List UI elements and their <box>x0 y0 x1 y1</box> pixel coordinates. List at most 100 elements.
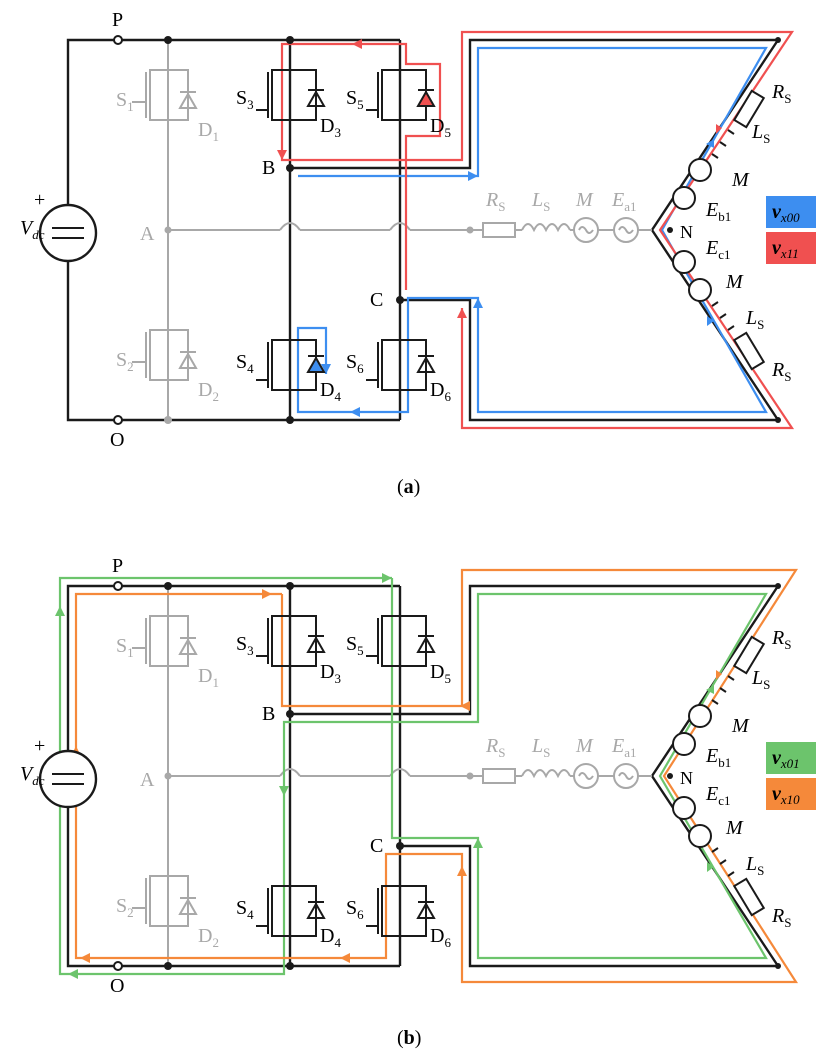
winding-b-a <box>672 89 766 210</box>
ls-b-label: LS <box>751 121 770 146</box>
s2-label-b: S2 <box>116 895 134 920</box>
labels-b: P O A B C N + Vdc S1 D1 S2 D2 S3 D3 S5 D… <box>20 555 791 997</box>
s6-label: S6 <box>346 351 364 376</box>
s5-label: S5 <box>346 87 364 112</box>
eb1-label: Eb1 <box>705 199 731 224</box>
current-path-x10 <box>74 568 799 984</box>
d1-label: D1 <box>198 119 219 144</box>
vdc-plus-b: + <box>34 735 45 757</box>
m-a-label: M <box>575 189 594 211</box>
nodes-b <box>113 581 781 971</box>
panel-b: P O A B C N + Vdc S1 D1 S2 D2 S3 D3 S5 D… <box>20 555 816 1049</box>
node-p-label-b: P <box>112 555 123 577</box>
d5-label-b: D5 <box>430 661 451 686</box>
node-n-label: N <box>680 222 693 242</box>
vdc-label: Vdc <box>20 217 45 242</box>
node-o-label-b: O <box>110 975 124 997</box>
node-a-label: A <box>140 223 155 245</box>
node-c-label-b: C <box>370 835 383 857</box>
winding-b-b <box>672 635 766 756</box>
ls-c-label-b: LS <box>745 853 764 878</box>
rs-a-label-b: RS <box>485 735 505 760</box>
caption-b: (b) <box>397 1027 421 1049</box>
switch-s5 <box>366 69 436 121</box>
flow-arrows-a <box>277 39 722 417</box>
d1-label-b: D1 <box>198 665 219 690</box>
dc-source-a <box>38 203 98 263</box>
s4-label-b: S4 <box>236 897 254 922</box>
rs-a-label: RS <box>485 189 505 214</box>
d6-label-b: D6 <box>430 925 451 950</box>
legend-a: vx00 vx11 <box>766 196 816 264</box>
ls-c-label: LS <box>745 307 764 332</box>
dc-bus-wiring-b <box>66 584 781 968</box>
rs-b-label: RS <box>771 81 791 106</box>
switch-s4-b <box>256 885 326 937</box>
rs-b-label-b: RS <box>771 627 791 652</box>
m-c-label: M <box>725 271 744 293</box>
d3-label: D3 <box>320 115 341 140</box>
s3-label-b: S3 <box>236 633 254 658</box>
node-n-label-b: N <box>680 768 693 788</box>
d6-label: D6 <box>430 379 451 404</box>
ec1-label-b: Ec1 <box>705 783 731 808</box>
s6-label-b: S6 <box>346 897 364 922</box>
d5-label: D5 <box>430 115 451 140</box>
s2-label: S2 <box>116 349 134 374</box>
node-b-label-b: B <box>262 703 275 725</box>
node-o-label: O <box>110 429 124 451</box>
switch-s6 <box>366 339 436 391</box>
ls-b-label-b: LS <box>751 667 770 692</box>
node-a-label-b: A <box>140 769 155 791</box>
eb1-label-b: Eb1 <box>705 745 731 770</box>
node-p-label: P <box>112 9 123 31</box>
legend-x00-label: vx00 <box>772 201 800 225</box>
s3-label: S3 <box>236 87 254 112</box>
legend-b: vx01 vx10 <box>766 742 816 810</box>
switch-s2 <box>132 329 198 381</box>
d2-label-b: D2 <box>198 925 219 950</box>
rs-c-label-b: RS <box>771 905 791 930</box>
phase-a-ghost <box>167 40 652 420</box>
vdc-label-b: Vdc <box>20 763 45 788</box>
d3-label-b: D3 <box>320 661 341 686</box>
legend-swatch-x01 <box>766 742 816 774</box>
ls-a-label: LS <box>531 189 550 214</box>
ls-a-label-b: LS <box>531 735 550 760</box>
winding-c-b <box>672 796 766 917</box>
rs-c-label: RS <box>771 359 791 384</box>
vdc-plus: + <box>34 189 45 211</box>
node-b-label: B <box>262 157 275 179</box>
switch-s6-b <box>366 885 436 937</box>
m-b-label-b: M <box>731 715 750 737</box>
m-a-label-b: M <box>575 735 594 757</box>
m-b-label: M <box>731 169 750 191</box>
d4-label-b: D4 <box>320 925 341 950</box>
s1-label-b: S1 <box>116 635 134 660</box>
switch-s1 <box>132 69 198 121</box>
switch-s3 <box>256 69 326 121</box>
switch-s4 <box>256 339 326 391</box>
nodes-a <box>113 35 781 425</box>
s1-label: S1 <box>116 89 134 114</box>
switch-s2-b <box>132 875 198 927</box>
legend-x01-label: vx01 <box>772 747 800 771</box>
legend-x11-label: vx11 <box>772 237 799 261</box>
d4-label: D4 <box>320 379 341 404</box>
switch-s3-b <box>256 615 326 667</box>
s4-label: S4 <box>236 351 254 376</box>
dc-source-b <box>38 749 98 809</box>
winding-c-a <box>672 250 766 371</box>
legend-swatch-x11 <box>766 232 816 264</box>
ea1-label-b: Ea1 <box>611 735 637 760</box>
current-path-x00 <box>296 46 768 414</box>
switch-s1-b <box>132 615 198 667</box>
panel-a: P O A B C N + Vdc S1 D1 S2 D2 S3 D3 S5 D… <box>20 9 816 498</box>
legend-swatch-x10 <box>766 778 816 810</box>
switch-s5-b <box>366 615 436 667</box>
s5-label-b: S5 <box>346 633 364 658</box>
caption-a: (a) <box>397 476 420 498</box>
m-c-label-b: M <box>725 817 744 839</box>
ea1-label: Ea1 <box>611 189 637 214</box>
